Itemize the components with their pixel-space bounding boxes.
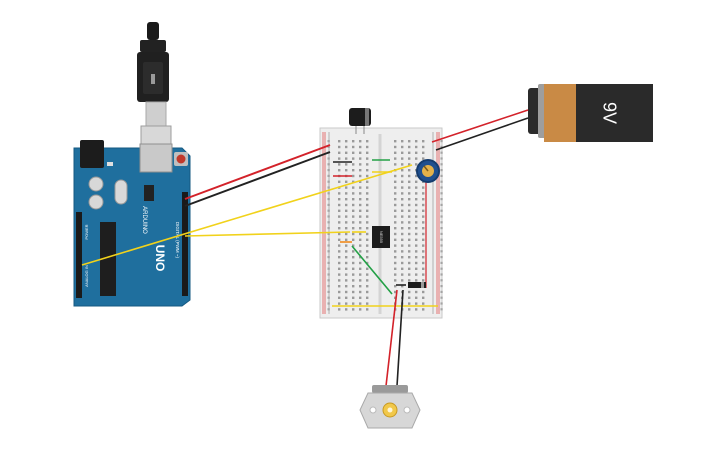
atmega-chip [100, 222, 116, 296]
wire-motor-black [396, 289, 404, 387]
battery-label: 9V [599, 102, 619, 124]
wire-yellow-d [184, 231, 351, 237]
ne555-chip[interactable]: NE555 [372, 226, 390, 248]
wire-battery-red [431, 109, 529, 143]
analog-header [76, 212, 82, 298]
usb-port [139, 143, 173, 173]
power-label: POWER [84, 224, 89, 239]
capacitor[interactable] [349, 108, 371, 134]
breadboard[interactable] [319, 127, 443, 319]
wire-black-gnd [184, 151, 331, 207]
battery-9v[interactable]: 9V [528, 84, 653, 142]
chip-label: NE555 [379, 231, 384, 244]
wire-red-5v [184, 144, 331, 200]
dc-motor[interactable] [359, 385, 421, 429]
wire-yellow-a0 [81, 164, 413, 266]
arduino-uno-board[interactable]: UNO ARDUINO DIGITAL (PWM ~) POWER ANALOG… [73, 140, 191, 307]
power-jack [80, 140, 104, 168]
reset-button[interactable] [176, 154, 186, 164]
potentiometer[interactable] [416, 159, 440, 183]
arduino-model-label: UNO [153, 245, 167, 272]
digital-label: DIGITAL (PWM ~) [175, 222, 180, 259]
digital-header [182, 192, 188, 296]
arduino-brand-label: ARDUINO [141, 206, 147, 234]
usb-cable[interactable] [137, 22, 172, 165]
wires [81, 109, 529, 387]
wire-motor-red [385, 289, 398, 387]
wire-battery-black [435, 117, 529, 151]
diode[interactable] [408, 282, 426, 288]
analog-label: ANALOG IN [84, 265, 89, 287]
